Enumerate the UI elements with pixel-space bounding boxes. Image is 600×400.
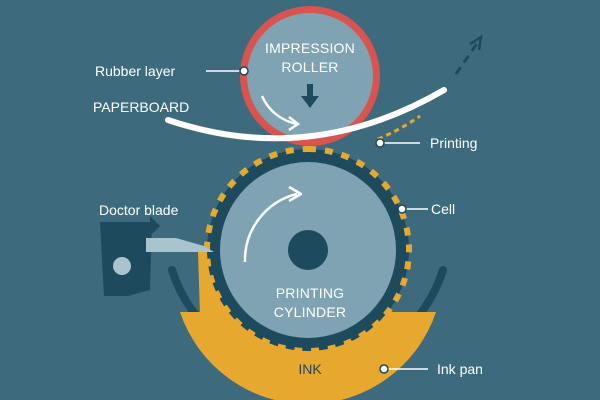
impression-roller-label-1: IMPRESSION [265, 40, 355, 56]
printing-cylinder-label-2: CYLINDER [274, 304, 346, 320]
printing-cylinder-label-1: PRINTING [276, 285, 345, 301]
ink-pool [180, 312, 436, 400]
rubber-layer-label: Rubber layer [95, 63, 175, 79]
paperboard-label: PAPERBOARD [93, 99, 189, 115]
cell-dot [397, 204, 407, 214]
ink-pan-dot [379, 364, 389, 374]
printed-ink [377, 114, 421, 141]
printing-label: Printing [430, 135, 477, 151]
cells-ring [204, 146, 412, 354]
printing-dot [375, 138, 385, 148]
impression-roller-label-2: ROLLER [281, 59, 338, 75]
doctor-blade-label: Doctor blade [99, 202, 179, 218]
impression-roller [247, 13, 373, 139]
cell-label: Cell [431, 201, 455, 217]
rubber-layer-dot [239, 66, 249, 76]
ink-pan-label: Ink pan [437, 361, 483, 377]
ink-label: INK [298, 361, 322, 377]
doctor-blade [100, 216, 214, 296]
rotation-arrow-icon [243, 185, 303, 263]
roller-rotation-arrow-icon [260, 95, 301, 132]
cylinder-shaft [288, 230, 328, 270]
paperboard [165, 87, 447, 142]
arrow-down-icon [301, 84, 319, 108]
paper-direction-arrow-icon [454, 34, 483, 75]
